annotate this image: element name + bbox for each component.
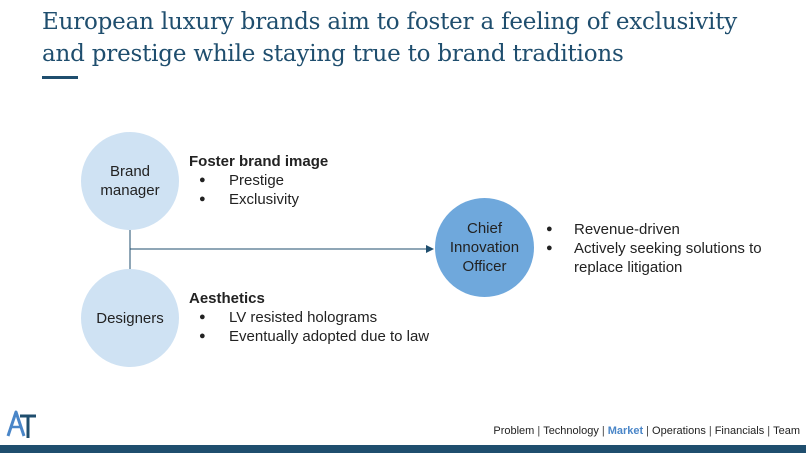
brand-note-item: Exclusivity <box>189 190 429 209</box>
nav-item-financials[interactable]: Financials <box>714 425 765 437</box>
page-title: European luxury brands aim to foster a f… <box>42 9 738 67</box>
nav-item-problem[interactable]: Problem <box>493 425 535 437</box>
brand-note-item: Prestige <box>189 171 429 190</box>
brand-manager-node: Brand manager <box>81 132 179 230</box>
section-nav: Problem|Technology|Market|Operations|Fin… <box>493 425 800 437</box>
designers-label: Designers <box>96 309 164 327</box>
nav-separator: | <box>537 425 541 437</box>
designers-node: Designers <box>81 269 179 367</box>
cio-notes: Revenue-driven Actively seeking solution… <box>544 220 784 277</box>
nav-item-operations[interactable]: Operations <box>652 425 706 437</box>
brand-notes-heading: Foster brand image <box>189 153 329 170</box>
brand-manager-notes: Foster brand image Prestige Exclusivity <box>189 152 429 209</box>
title-underline <box>42 76 78 79</box>
nav-item-technology[interactable]: Technology <box>543 425 599 437</box>
nav-separator: | <box>767 425 771 437</box>
designers-note-item: LV resisted holograms <box>189 308 449 327</box>
cio-node: Chief Innovation Officer <box>435 198 534 297</box>
cio-note-item: Revenue-driven <box>544 220 784 239</box>
designers-note-item: Eventually adopted due to law <box>189 327 449 346</box>
designers-notes: Aesthetics LV resisted holograms Eventua… <box>189 289 449 346</box>
nav-separator: | <box>601 425 605 437</box>
cio-note-item: Actively seeking solutions to replace li… <box>544 239 784 277</box>
brand-manager-label: Brand manager <box>100 163 160 199</box>
footer-bar <box>0 445 806 453</box>
nav-item-team[interactable]: Team <box>773 425 800 437</box>
nav-item-market[interactable]: Market <box>607 425 644 437</box>
nav-separator: | <box>646 425 650 437</box>
at-logo-icon <box>6 410 36 438</box>
designers-notes-heading: Aesthetics <box>189 290 265 307</box>
cio-label: Chief Innovation Officer <box>449 220 520 275</box>
nav-separator: | <box>708 425 712 437</box>
